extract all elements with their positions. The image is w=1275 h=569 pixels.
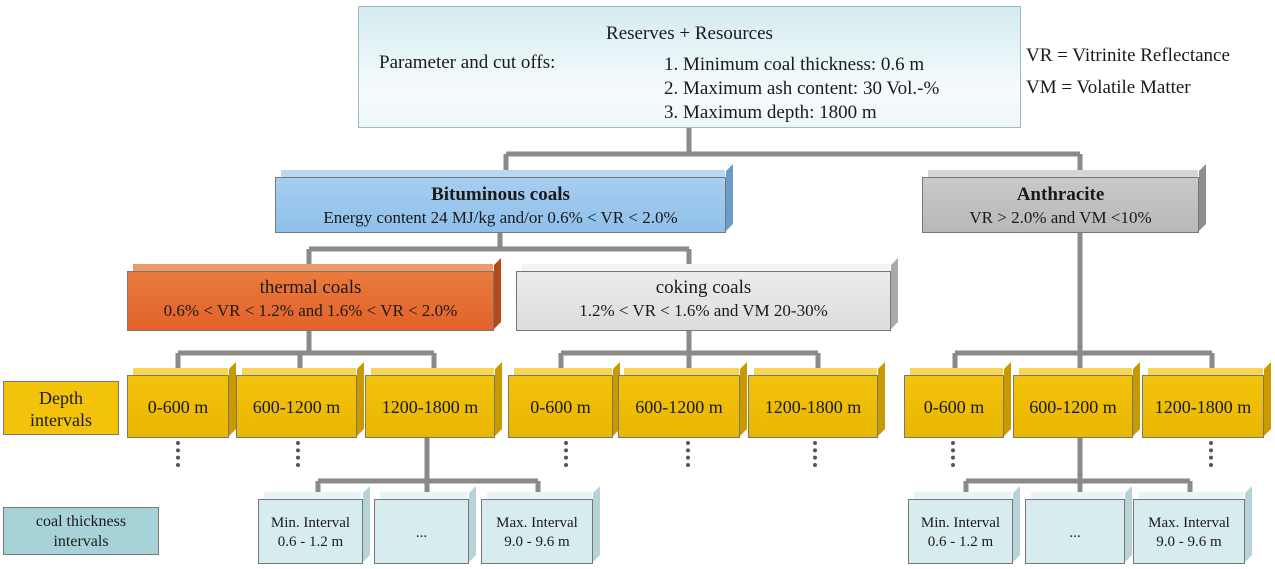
bituminous-coals-box: Bituminous coals Energy content 24 MJ/kg… <box>275 170 726 233</box>
min-interval-title: Min. Interval <box>920 515 1001 531</box>
abbreviation-legend: VR = Vitrinite Reflectance VM = Volatile… <box>1026 40 1230 104</box>
depth-box-thermal-600-1200: 600-1200 m <box>236 368 357 438</box>
bituminous-description: Energy content 24 MJ/kg and/or 0.6% < VR… <box>323 208 678 227</box>
coking-title: coking coals <box>655 277 752 298</box>
thickness-min-interval-thermal: Min. Interval 0.6 - 1.2 m <box>258 492 363 564</box>
min-interval-range: 0.6 - 1.2 m <box>927 534 994 550</box>
continuation-dots <box>1209 441 1217 467</box>
reserves-title: Reserves + Resources <box>606 23 773 44</box>
depth-label-line-2: intervals <box>30 410 92 430</box>
depth-box-thermal-0-600: 0-600 m <box>127 368 229 438</box>
bituminous-title: Bituminous coals <box>431 184 570 205</box>
min-interval-title: Min. Interval <box>270 515 351 531</box>
continuation-dots <box>951 441 959 467</box>
reserves-resources-box: Reserves + Resources Parameter and cut o… <box>358 6 1021 128</box>
depth-box-anthracite-600-1200: 600-1200 m <box>1013 368 1133 438</box>
thickness-max-interval-anthracite: Max. Interval 9.0 - 9.6 m <box>1133 492 1245 564</box>
legend-vm: VM = Volatile Matter <box>1026 77 1191 98</box>
depth-intervals-label: Depth intervals <box>3 381 119 435</box>
anthracite-title: Anthracite <box>1016 184 1105 205</box>
depth-box-coking-1200-1800: 1200-1800 m <box>748 368 878 438</box>
depth-box-anthracite-1200-1800: 1200-1800 m <box>1142 368 1264 438</box>
thickness-label-line-1: coal thickness <box>35 513 127 530</box>
parameters-label: Parameter and cut offs: <box>379 52 556 73</box>
depth-box-coking-0-600: 0-600 m <box>508 368 613 438</box>
continuation-dots <box>564 441 572 467</box>
thermal-coals-box: thermal coals 0.6% < VR < 1.2% and 1.6% … <box>127 264 494 331</box>
thickness-mid-interval-anthracite: ... <box>1025 492 1125 564</box>
thickness-label-line-2: intervals <box>53 533 109 550</box>
anthracite-box: Anthracite VR > 2.0% and VM <10% <box>922 170 1199 233</box>
max-interval-title: Max. Interval <box>1148 515 1230 531</box>
max-interval-range: 9.0 - 9.6 m <box>504 534 570 550</box>
continuation-dots <box>813 441 821 467</box>
depth-box-coking-600-1200: 600-1200 m <box>618 368 740 438</box>
thermal-description: 0.6% < VR < 1.2% and 1.6% < VR < 2.0% <box>163 301 458 320</box>
depth-box-anthracite-0-600: 0-600 m <box>904 368 1004 438</box>
coking-description: 1.2% < VR < 1.6% and VM 20-30% <box>579 301 828 320</box>
max-interval-title: Max. Interval <box>496 515 578 531</box>
max-interval-range: 9.0 - 9.6 m <box>1156 534 1222 550</box>
continuation-dots <box>686 441 694 467</box>
coking-coals-box: coking coals 1.2% < VR < 1.6% and VM 20-… <box>516 264 891 331</box>
depth-label-line-1: Depth <box>39 388 83 408</box>
continuation-dots <box>176 441 184 467</box>
cutoff-criteria: 1. Minimum coal thickness: 0.6 m 2. Maxi… <box>664 53 939 125</box>
thickness-max-interval-thermal: Max. Interval 9.0 - 9.6 m <box>481 492 593 564</box>
thickness-mid-interval-thermal: ... <box>374 492 469 564</box>
criterion-thickness: 1. Minimum coal thickness: 0.6 m <box>664 54 925 75</box>
depth-box-thermal-1200-1800: 1200-1800 m <box>365 368 495 438</box>
criterion-depth: 3. Maximum depth: 1800 m <box>664 102 877 123</box>
thermal-title: thermal coals <box>259 277 362 298</box>
continuation-dots <box>296 441 304 467</box>
legend-vr: VR = Vitrinite Reflectance <box>1026 45 1230 66</box>
criterion-ash: 2. Maximum ash content: 30 Vol.-% <box>664 78 940 99</box>
thickness-min-interval-anthracite: Min. Interval 0.6 - 1.2 m <box>908 492 1013 564</box>
min-interval-range: 0.6 - 1.2 m <box>277 534 344 550</box>
coal-thickness-intervals-label: coal thickness intervals <box>3 507 159 555</box>
anthracite-description: VR > 2.0% and VM <10% <box>969 208 1152 227</box>
